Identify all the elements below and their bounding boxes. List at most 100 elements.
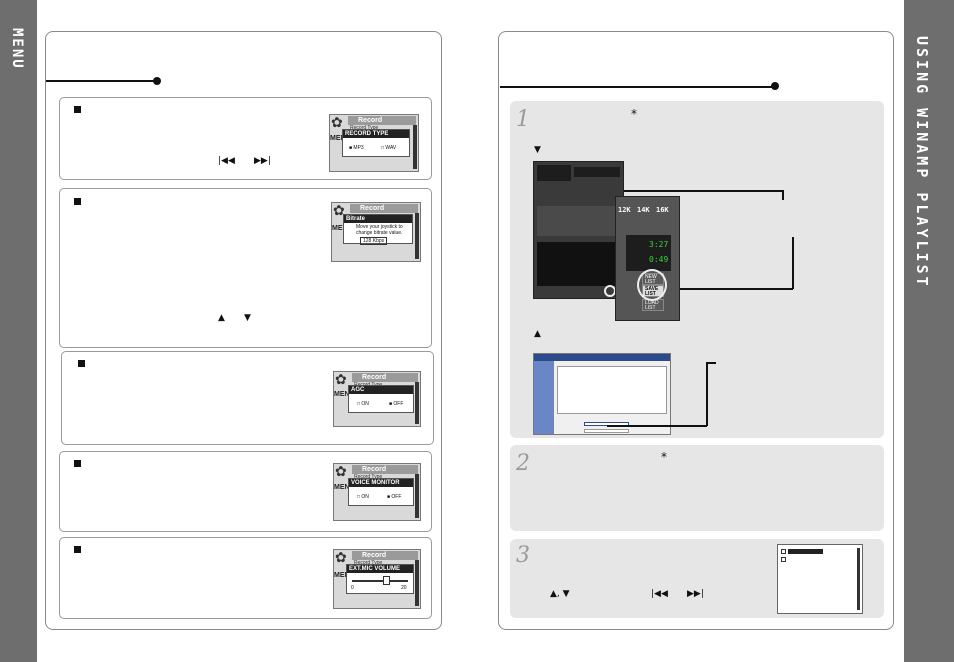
lcd-ext-mic-volume: ✿ MENU Record Record Type EXT.MIC VOLUME… [333, 549, 421, 609]
lcd-menu-label: MENU [334, 484, 355, 491]
dialog-places-bar [534, 361, 554, 434]
down-arrow-icon: ▼ [534, 145, 541, 155]
popup-title: Bitrate [344, 215, 412, 223]
section-ext-mic-volume: ✿ MENU Record Record Type EXT.MIC VOLUME… [59, 537, 432, 619]
option-off: ■ OFF [387, 494, 402, 500]
popup-title: AGC [349, 386, 413, 394]
section-bullet [74, 460, 81, 467]
winamp-window [533, 161, 624, 299]
option-wav: □ WAV [381, 145, 397, 151]
bitrate-value: 128 Kbps [360, 237, 388, 245]
up-down-arrows-icon: ▲, ▼ [550, 589, 570, 599]
winamp-time-panel: 3:27 0:49 [626, 235, 671, 271]
option-on: □ ON [357, 401, 369, 407]
winamp-zoom: 12K 14K 16K 3:27 0:49 NEW LIST SAVE LIST… [615, 196, 680, 321]
callout-line [792, 237, 794, 289]
lcd-popup: Bitrate Move your joystick to change bit… [343, 214, 413, 245]
up-arrow-icon: ▲ [534, 329, 541, 339]
down-arrow-icon: ▼ [244, 313, 251, 323]
popup-title: EXT.MIC VOLUME [347, 565, 413, 573]
winamp-equalizer [537, 206, 621, 236]
lcd-header: Record [352, 373, 418, 382]
lcd-header: Record [350, 204, 418, 213]
section-bullet [78, 360, 85, 367]
footnote-star: * [661, 450, 667, 464]
lcd-menu-label: MENU [332, 225, 353, 232]
next-icon: ▶▶| [254, 156, 271, 166]
volume-max: 20 [401, 585, 407, 591]
callout-line [706, 362, 716, 364]
callout-line [680, 288, 793, 290]
winamp-display [537, 165, 571, 181]
lcd-popup: VOICE MONITOR □ ON ■ OFF [348, 478, 414, 506]
right-title-rule [500, 86, 776, 88]
option-mp3: ■ MP3 [349, 145, 364, 151]
popup-hint: Move your joystick to change bitrate val… [356, 224, 403, 236]
gear-icon: ✿ [331, 115, 343, 131]
section-bitrate: ▲ ▼ ✿ MENU Record Bitrate Move your joys… [59, 188, 432, 348]
lcd-header: Record [352, 551, 418, 560]
prev-icon: |◀◀ [218, 156, 235, 166]
step-number: 2 [516, 451, 530, 476]
step-3: 3 ▲, ▼ |◀◀ ▶▶| [510, 539, 884, 618]
lcd-menu-label: MENU [334, 572, 355, 579]
left-side-band [0, 0, 37, 662]
winamp-title-display [574, 167, 620, 177]
callout-line [624, 190, 784, 192]
load-list-button[interactable]: LOAD LIST [642, 299, 664, 311]
lcd-header: Record [352, 465, 418, 474]
popup-title: VOICE MONITOR [349, 479, 413, 487]
section-record-type: |◀◀ ▶▶| ✿ MENU Record Record Type RECORD… [59, 97, 432, 180]
eq-label: 14K [637, 206, 650, 214]
volume-min: 0 [351, 585, 354, 591]
left-chapter-title: MENU [9, 28, 25, 70]
file-icon [781, 557, 786, 562]
lcd-scrollbar [415, 560, 419, 606]
right-chapter-title: USING WINAMP PLAYLIST [913, 36, 931, 289]
section-bullet [74, 198, 81, 205]
filetype-field[interactable] [584, 429, 629, 433]
list-scrollbar [857, 548, 860, 610]
right-side-band [904, 0, 954, 662]
section-agc: ✿ MENU Record Record Type AGC □ ON ■ OFF [61, 351, 434, 445]
lcd-scrollbar [415, 382, 419, 424]
lcd-agc: ✿ MENU Record Record Type AGC □ ON ■ OFF [333, 371, 421, 427]
time-1: 3:27 [649, 240, 669, 249]
dialog-file-list [557, 366, 667, 414]
save-dialog [533, 353, 671, 435]
callout-line [782, 190, 784, 200]
gear-icon: ✿ [335, 464, 347, 480]
lcd-sub: Record Type [354, 560, 383, 566]
up-arrow-icon: ▲ [218, 313, 225, 323]
option-off: ■ OFF [389, 401, 404, 407]
callout-line [706, 362, 708, 426]
lcd-popup: AGC □ ON ■ OFF [348, 385, 414, 413]
lcd-popup: RECORD TYPE ■ MP3 □ WAV [342, 129, 410, 157]
footnote-star: * [631, 107, 637, 121]
device-list-screen [777, 544, 863, 614]
gear-icon: ✿ [335, 550, 347, 566]
highlight-circle [637, 269, 667, 301]
section-bullet [74, 546, 81, 553]
gear-icon: ✿ [335, 372, 347, 388]
step-number: 1 [516, 107, 530, 132]
section-voice-monitor: ✿ MENU Record Record Type VOICE MONITOR … [59, 451, 432, 532]
left-title-rule-dot [153, 77, 161, 85]
section-bullet [74, 106, 81, 113]
folder-icon [781, 549, 786, 554]
volume-slider-track [352, 580, 408, 582]
lcd-menu-label: MENU [330, 135, 351, 142]
lcd-scrollbar [415, 213, 419, 259]
eq-label: 16K [656, 206, 669, 214]
lcd-bitrate: ✿ MENU Record Bitrate Move your joystick… [331, 202, 421, 262]
popup-title: RECORD TYPE [343, 130, 409, 138]
lcd-scrollbar [415, 474, 419, 518]
filename-field[interactable] [584, 422, 629, 426]
lcd-sub: Record Type [350, 125, 379, 131]
prev-icon: |◀◀ [651, 589, 668, 599]
dialog-titlebar [534, 354, 670, 361]
lcd-header: Record [348, 116, 416, 125]
lcd-popup: EXT.MIC VOLUME 0 20 [346, 564, 414, 594]
lcd-sub: Record Type [354, 474, 383, 480]
eq-label: 12K [618, 206, 631, 214]
